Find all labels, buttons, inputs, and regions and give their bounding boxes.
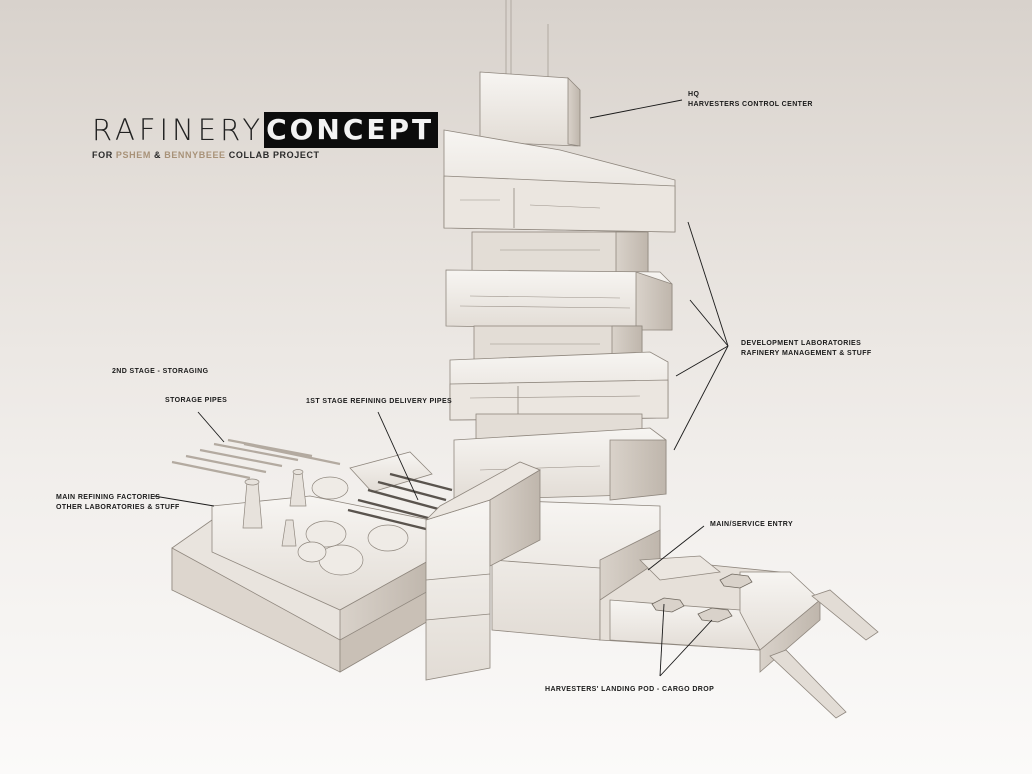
delivery-pipes <box>347 472 453 532</box>
tower-details <box>459 199 641 471</box>
subtitle-prefix: FOR <box>92 150 116 160</box>
front-pillar <box>425 461 541 681</box>
title-part-dark: CONCEPT <box>264 112 439 148</box>
label-dev-line1: DEVELOPMENT LABORATORIES <box>741 340 862 347</box>
label-dev-labs: DEVELOPMENT LABORATORIES RAFINERY MANAGE… <box>741 339 872 359</box>
label-delivery-pipes: 1ST STAGE REFINING DELIVERY PIPES <box>306 398 453 405</box>
label-hq: HQ HARVESTERS CONTROL CENTER <box>688 90 813 110</box>
leader-lines <box>153 99 729 677</box>
label-hq-line1: HQ <box>688 91 700 98</box>
factory-platform <box>171 495 431 673</box>
label-landing: HARVESTERS' LANDING POD - CARGO DROP <box>545 686 715 693</box>
label-hq-line2: HARVESTERS CONTROL CENTER <box>688 101 813 108</box>
label-storage-pipes: STORAGE PIPES <box>165 397 228 404</box>
label-factories-line2: OTHER LABORATORIES & STUFF <box>56 504 180 511</box>
hq-module <box>479 71 581 147</box>
author-pshem: PSHEM <box>115 150 151 160</box>
label-factories: MAIN REFINING FACTORIES OTHER LABORATORI… <box>56 493 180 513</box>
page-subtitle: FOR PSHEM & BENNYBEEE COLLAB PROJECT <box>92 150 438 160</box>
storage-pipes <box>171 438 341 480</box>
label-factories-line1: MAIN REFINING FACTORIES <box>56 494 161 501</box>
chimneys <box>242 469 307 547</box>
label-stage2: 2ND STAGE - STORAGING <box>112 368 209 375</box>
author-bennybeee: BENNYBEEE <box>164 150 226 160</box>
storage-block <box>349 451 433 493</box>
label-entry: MAIN/SERVICE ENTRY <box>710 521 794 528</box>
subtitle-suffix: COLLAB PROJECT <box>225 150 320 160</box>
antenna-group <box>505 0 549 80</box>
domes <box>297 476 409 576</box>
subtitle-amp: & <box>150 150 165 160</box>
label-dev-line2: RAFINERY MANAGEMENT & STUFF <box>741 350 872 357</box>
title-part-light: RAFINERY <box>92 113 265 147</box>
landing-pods <box>651 573 753 623</box>
